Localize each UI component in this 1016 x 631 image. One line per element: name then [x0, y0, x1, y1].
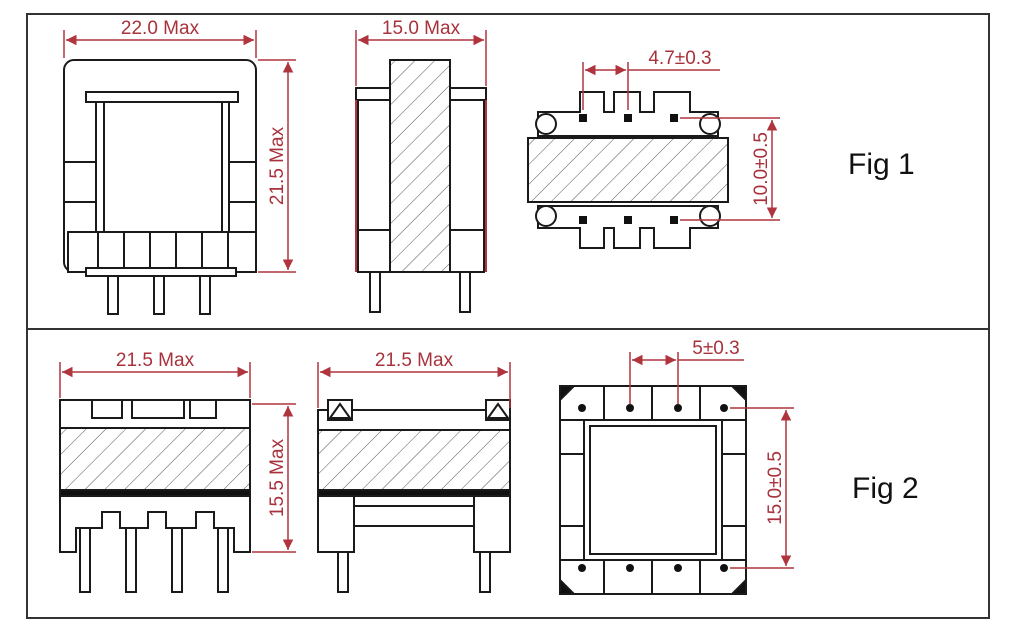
fig1-front-dimensions: [63, 30, 296, 273]
fig2-front-dimensions: [59, 362, 296, 553]
fig2-side-view: [317, 399, 511, 593]
fig2-pin-pitch-label: 5±0.3: [692, 338, 739, 359]
fig2-bottom-pins: [578, 404, 728, 572]
fig2-row-spacing-label: 15.0±0.5: [765, 451, 786, 525]
fig2-front-height-label: 15.5 Max: [267, 438, 288, 517]
fig1-bottom-pins: [579, 114, 678, 224]
fig2-label: Fig 2: [852, 472, 919, 505]
fig2-side-dimensions: [317, 362, 511, 408]
fig1-side-view: [355, 59, 487, 313]
fig1-label: Fig 1: [848, 148, 915, 181]
fig1-side-width-label: 15.0 Max: [382, 18, 461, 39]
drawing-frame: [26, 13, 990, 619]
fig1-front-view: [63, 59, 257, 315]
fig2-front-view: [59, 399, 251, 593]
fig1-pin-pitch-label: 4.7±0.3: [648, 48, 711, 69]
fig1-front-height-label: 21.5 Max: [267, 126, 288, 205]
fig2-side-width-label: 21.5 Max: [375, 350, 454, 371]
fig2-bottom-view: [559, 385, 747, 595]
fig2-front-width-label: 21.5 Max: [116, 350, 195, 371]
fig1-row-spacing-label: 10.0±0.5: [751, 132, 772, 206]
fig1-side-dimensions: [355, 30, 487, 86]
fig2-bottom-dimensions: [629, 352, 794, 569]
fig1-bottom-dimensions: [582, 62, 780, 221]
fig1-front-width-label: 22.0 Max: [121, 18, 200, 39]
